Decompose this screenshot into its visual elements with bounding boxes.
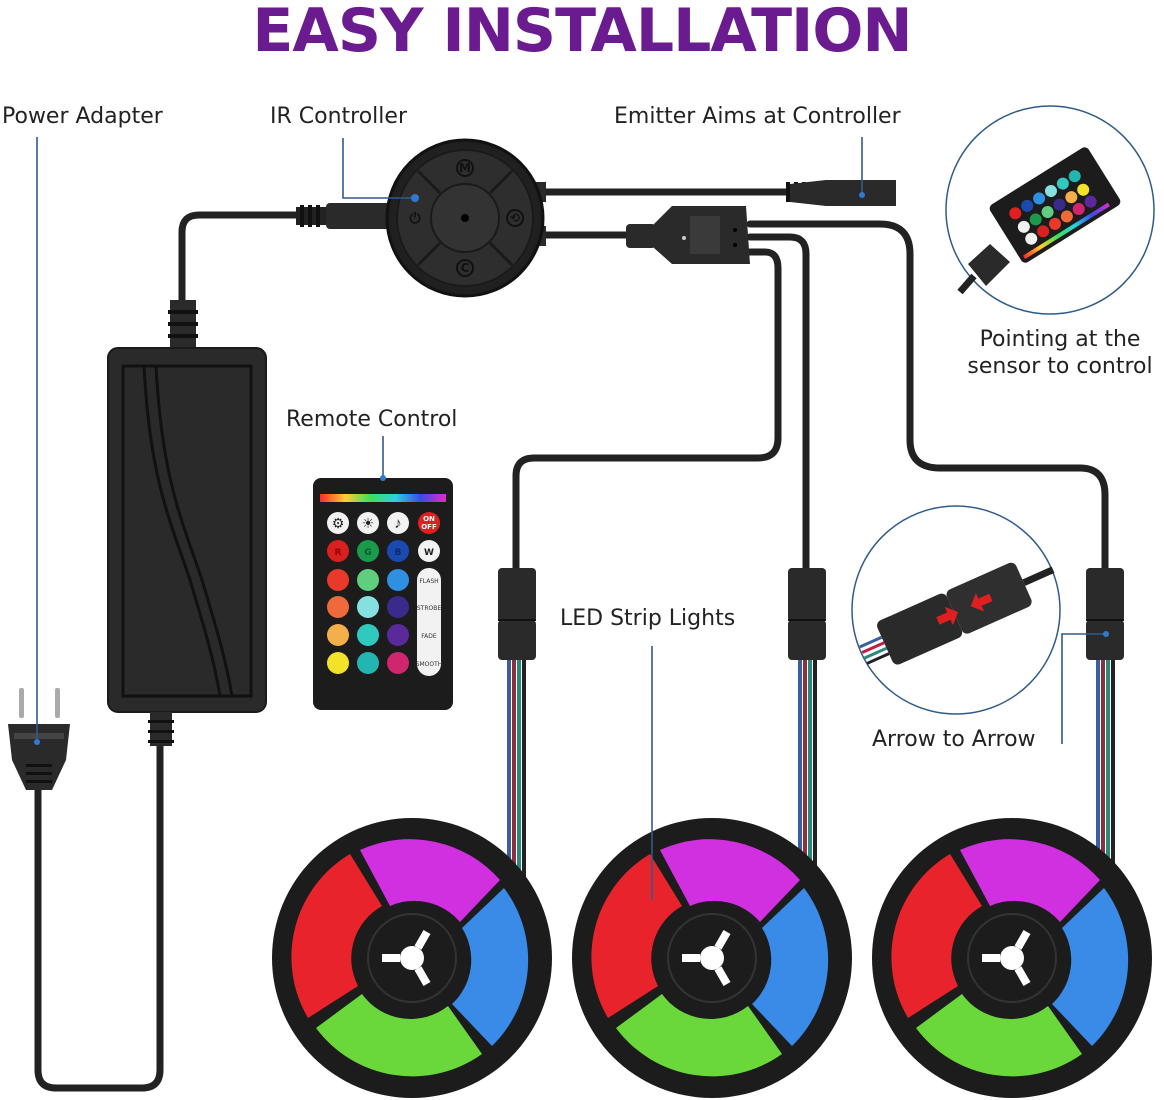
remote-color-button[interactable] [357, 596, 379, 618]
remote-button-w[interactable] [418, 540, 440, 562]
remote-color-button[interactable] [387, 652, 409, 674]
remote-button-g-label: G [364, 548, 371, 558]
remote-color-button[interactable] [357, 569, 379, 591]
remote-button-g[interactable] [357, 540, 379, 562]
adapter-to-controller-cable [178, 211, 304, 304]
led-reel-1 [272, 818, 552, 1098]
remote-top-row: ⚙ ☀ ♪ ON OFF [327, 512, 440, 534]
leader-arrow-to-arrow [1061, 633, 1106, 744]
rgb-wires [507, 660, 1115, 880]
remote-color-grid [327, 569, 409, 674]
splitter [626, 206, 750, 264]
label-pointing-line1: Pointing at the [979, 327, 1141, 352]
power-icon[interactable] [418, 512, 440, 534]
remote-color-button[interactable] [327, 624, 349, 646]
remote-color-button[interactable] [327, 569, 349, 591]
remote-button-b-label: B [395, 548, 402, 558]
strip-connector-1 [498, 568, 536, 660]
remote-mode-strip [417, 568, 441, 676]
remote-color-button[interactable] [387, 624, 409, 646]
svg-text:OFF: OFF [421, 523, 437, 531]
remote-button-r[interactable] [327, 540, 349, 562]
remote-color-button[interactable] [387, 569, 409, 591]
label-arrow-to-arrow: Arrow to Arrow [872, 727, 1036, 752]
remote-button-fade[interactable]: FADE [421, 633, 437, 640]
strip-connector-2 [788, 568, 826, 660]
ir-button-mode[interactable]: M [459, 161, 471, 175]
remote-button-w-label: W [424, 548, 434, 558]
ir-button-color[interactable]: C [461, 261, 470, 275]
inset-pointing-remote [945, 105, 1155, 315]
arrow-left-icon [970, 593, 993, 612]
ir-emitter [786, 180, 896, 206]
remote-color-button[interactable] [387, 596, 409, 618]
inset-arrow-connector [851, 505, 1061, 715]
led-reel-2 [572, 818, 852, 1098]
ir-controller: M ⟲ C ⏻ [296, 138, 546, 298]
remote-button-strobe[interactable]: STROBE [417, 605, 441, 612]
branch-cable-1 [512, 248, 782, 574]
remote-button-b[interactable] [387, 540, 409, 562]
arrow-right-icon [936, 606, 958, 626]
leader-lines [34, 137, 1109, 900]
ac-cord [34, 726, 164, 1092]
label-pointing: Pointing at the sensor to control [950, 326, 1164, 380]
svg-text:ON: ON [423, 515, 435, 523]
remote-color-button[interactable] [327, 652, 349, 674]
branch-cable-3 [746, 220, 1109, 574]
label-power-adapter: Power Adapter [2, 104, 163, 129]
label-emitter: Emitter Aims at Controller [614, 104, 901, 129]
remote-color-button[interactable] [357, 652, 379, 674]
remote-color-button[interactable] [327, 596, 349, 618]
leader-ir-controller [342, 138, 415, 199]
eu-plug [8, 688, 70, 790]
remote-rgbw-row: R G B W [327, 540, 440, 562]
remote-color-button[interactable] [357, 624, 379, 646]
power-adapter [107, 300, 267, 746]
strip-connector-3 [1086, 568, 1124, 660]
label-pointing-line2: sensor to control [967, 354, 1153, 379]
brightness-down-icon[interactable]: ⚙ [332, 515, 345, 531]
led-reel-3 [872, 818, 1152, 1098]
remote-control: ⚙ ☀ ♪ ON OFF R G B W [313, 478, 453, 710]
cables [34, 188, 1109, 1092]
page-title: EASY INSTALLATION [252, 0, 912, 66]
brightness-up-icon[interactable]: ☀ [362, 515, 375, 531]
ir-button-speed[interactable]: ⟲ [510, 211, 520, 225]
remote-button-smooth[interactable]: SMOOTH [416, 661, 443, 668]
ir-button-power[interactable]: ⏻ [409, 211, 420, 227]
label-remote-control: Remote Control [286, 407, 458, 432]
label-led-strip-lights: LED Strip Lights [560, 606, 736, 631]
label-ir-controller: IR Controller [270, 104, 407, 129]
branch-cable-2 [746, 233, 810, 574]
remote-button-r-label: R [335, 548, 342, 558]
remote-button-flash[interactable]: FLASH [419, 578, 438, 585]
music-note-icon[interactable]: ♪ [394, 515, 402, 532]
